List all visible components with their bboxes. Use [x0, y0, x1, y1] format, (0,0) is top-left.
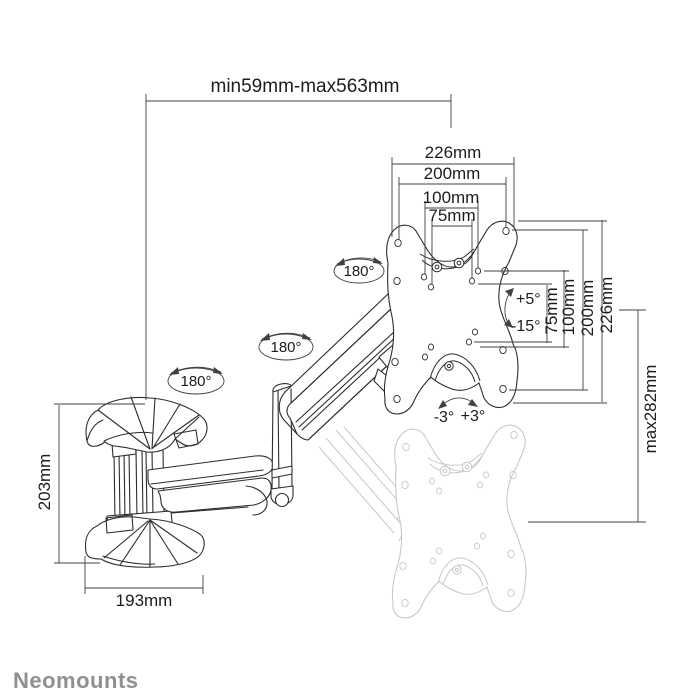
dimension-labels: min59mm-max563mm 226mm 200mm 100mm 75mm … [35, 76, 660, 610]
label-tilt-up: +5° [516, 291, 541, 308]
rotation-symbol [438, 397, 478, 409]
label-extension-range: min59mm-max563mm [211, 76, 400, 97]
dim-extension-range [145, 94, 452, 400]
label-plate-width-200: 200mm [424, 164, 481, 183]
label-plate-height-100: 100mm [559, 279, 578, 336]
ghost-lowered-position [318, 424, 527, 619]
label-rotation-left: -3° [434, 409, 455, 426]
bottom-wing-cover [84, 514, 205, 568]
brand-logo: Neomounts [13, 668, 139, 693]
elbow-foot-ball [274, 492, 290, 508]
label-bracket-height: 203mm [35, 454, 54, 511]
label-plate-width-75: 75mm [428, 206, 475, 225]
vesa-plate [383, 220, 519, 415]
arm-segment-1 [147, 455, 274, 516]
elbow-link [270, 383, 294, 508]
dimension-lines [54, 94, 646, 594]
label-swivel-3: 180° [343, 263, 374, 280]
dim-bracket-height [54, 403, 145, 564]
label-plate-height-226: 226mm [597, 277, 616, 334]
dim-plate-top-widths [391, 157, 515, 284]
angle-symbols [167, 257, 514, 409]
label-plate-height-200: 200mm [578, 280, 597, 337]
swivel-symbol-2 [258, 332, 314, 361]
label-plate-height-75: 75mm [542, 287, 561, 334]
label-tilt-down: -15° [511, 318, 541, 335]
ghost-vesa-plate [391, 424, 527, 619]
tilt-symbol [504, 288, 514, 328]
label-swivel-2: 180° [270, 339, 301, 356]
swivel-symbol-1 [167, 366, 225, 395]
label-swivel-1: 180° [180, 373, 211, 390]
label-rotation-right: +3° [461, 408, 486, 425]
label-plate-width-226: 226mm [425, 143, 482, 162]
top-wing-cover [85, 396, 208, 453]
dim-bracket-width [84, 556, 204, 594]
dim-plate-right-heights [474, 220, 607, 404]
label-vertical-range: max282mm [641, 365, 660, 454]
dim-vertical-range [528, 309, 646, 523]
label-plate-width-100: 100mm [423, 188, 480, 207]
swivel-symbol-3 [333, 257, 385, 284]
label-bracket-width: 193mm [116, 591, 173, 610]
